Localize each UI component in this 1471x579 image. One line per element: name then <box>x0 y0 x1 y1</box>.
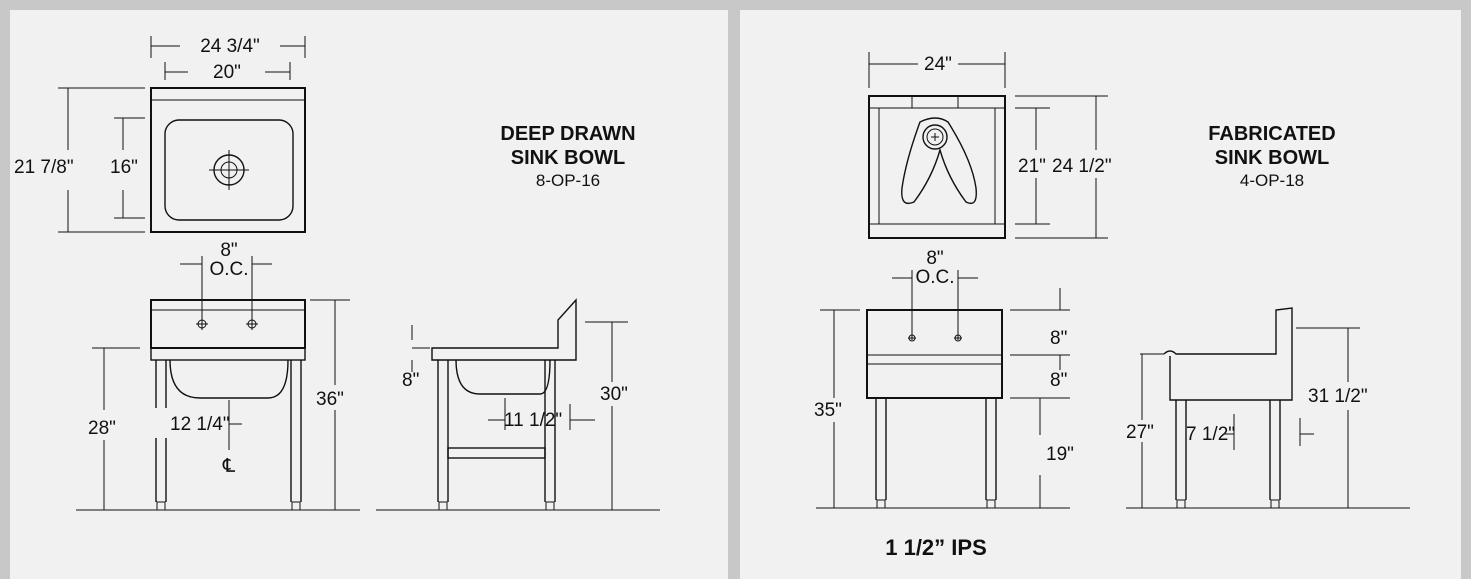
left-model: 8-OP-16 <box>536 171 600 190</box>
top-view: 24" 21" 24 1/2" <box>868 52 1112 239</box>
dim-leg: 19" <box>1046 444 1074 465</box>
dim-oc: O.C. <box>915 267 954 288</box>
left-title-line1: DEEP DRAWN <box>500 123 635 145</box>
fabricated-panel: 24" 21" 24 1/2" 8" O.C. <box>740 10 1461 579</box>
footer-ips: 1 1/2” IPS <box>885 535 987 560</box>
front-view: 35" 8" 8" 19" <box>814 288 1074 509</box>
centerline-symbol: ℄ <box>222 456 236 477</box>
deep-drawn-drawing: 24 3/4" 20" 21 7/8" 16" 8" O.C. <box>14 36 660 511</box>
dim-faucet-spacing: 8" <box>220 240 237 261</box>
dim-side-overall: 31 1/2" <box>1308 386 1368 407</box>
dim-side-drain-offset: 7 1/2" <box>1186 424 1235 445</box>
dim-bowl-depth: 21" <box>1018 156 1046 177</box>
dim-side-height: 30" <box>600 384 628 405</box>
side-view: 8" 11 1/2" 30" <box>376 298 660 511</box>
dim-overall-depth: 24 1/2" <box>1052 156 1112 177</box>
dim-overall-height: 35" <box>814 400 842 421</box>
dim-side-drop: 8" <box>402 370 419 391</box>
dim-bowl-depth: 16" <box>110 157 138 178</box>
dim-overall-width: 24" <box>924 54 952 75</box>
dim-faucet-spacing: 8" <box>926 248 943 269</box>
dim-overall-height: 36" <box>316 389 344 410</box>
right-model: 4-OP-18 <box>1240 171 1304 190</box>
right-title-line1: FABRICATED <box>1208 123 1335 145</box>
dim-drain-offset: 12 1/4" <box>170 414 230 435</box>
left-title-line2: SINK BOWL <box>511 147 625 169</box>
dim-side-height: 27" <box>1126 422 1154 443</box>
dim-oc: O.C. <box>209 259 248 280</box>
deep-drawn-panel: 24 3/4" 20" 21 7/8" 16" 8" O.C. <box>10 10 728 579</box>
dim-height-bowl: 28" <box>88 418 116 439</box>
dim-overall-width: 24 3/4" <box>200 36 260 57</box>
side-view: 27" 7 1/2" 31 1/2" <box>1126 307 1410 509</box>
right-title-line2: SINK BOWL <box>1215 147 1329 169</box>
front-view: 28" 12 1/4" ℄ 36" <box>76 299 360 511</box>
dim-bowl: 8" <box>1050 370 1067 391</box>
fabricated-drawing: 24" 21" 24 1/2" 8" O.C. <box>814 52 1410 560</box>
top-view: 24 3/4" 20" 21 7/8" 16" <box>14 36 306 233</box>
dim-overall-depth: 21 7/8" <box>14 157 74 178</box>
dim-bowl-width: 20" <box>213 62 241 83</box>
dim-splash: 8" <box>1050 328 1067 349</box>
dim-side-drain-offset: 11 1/2" <box>504 410 562 431</box>
